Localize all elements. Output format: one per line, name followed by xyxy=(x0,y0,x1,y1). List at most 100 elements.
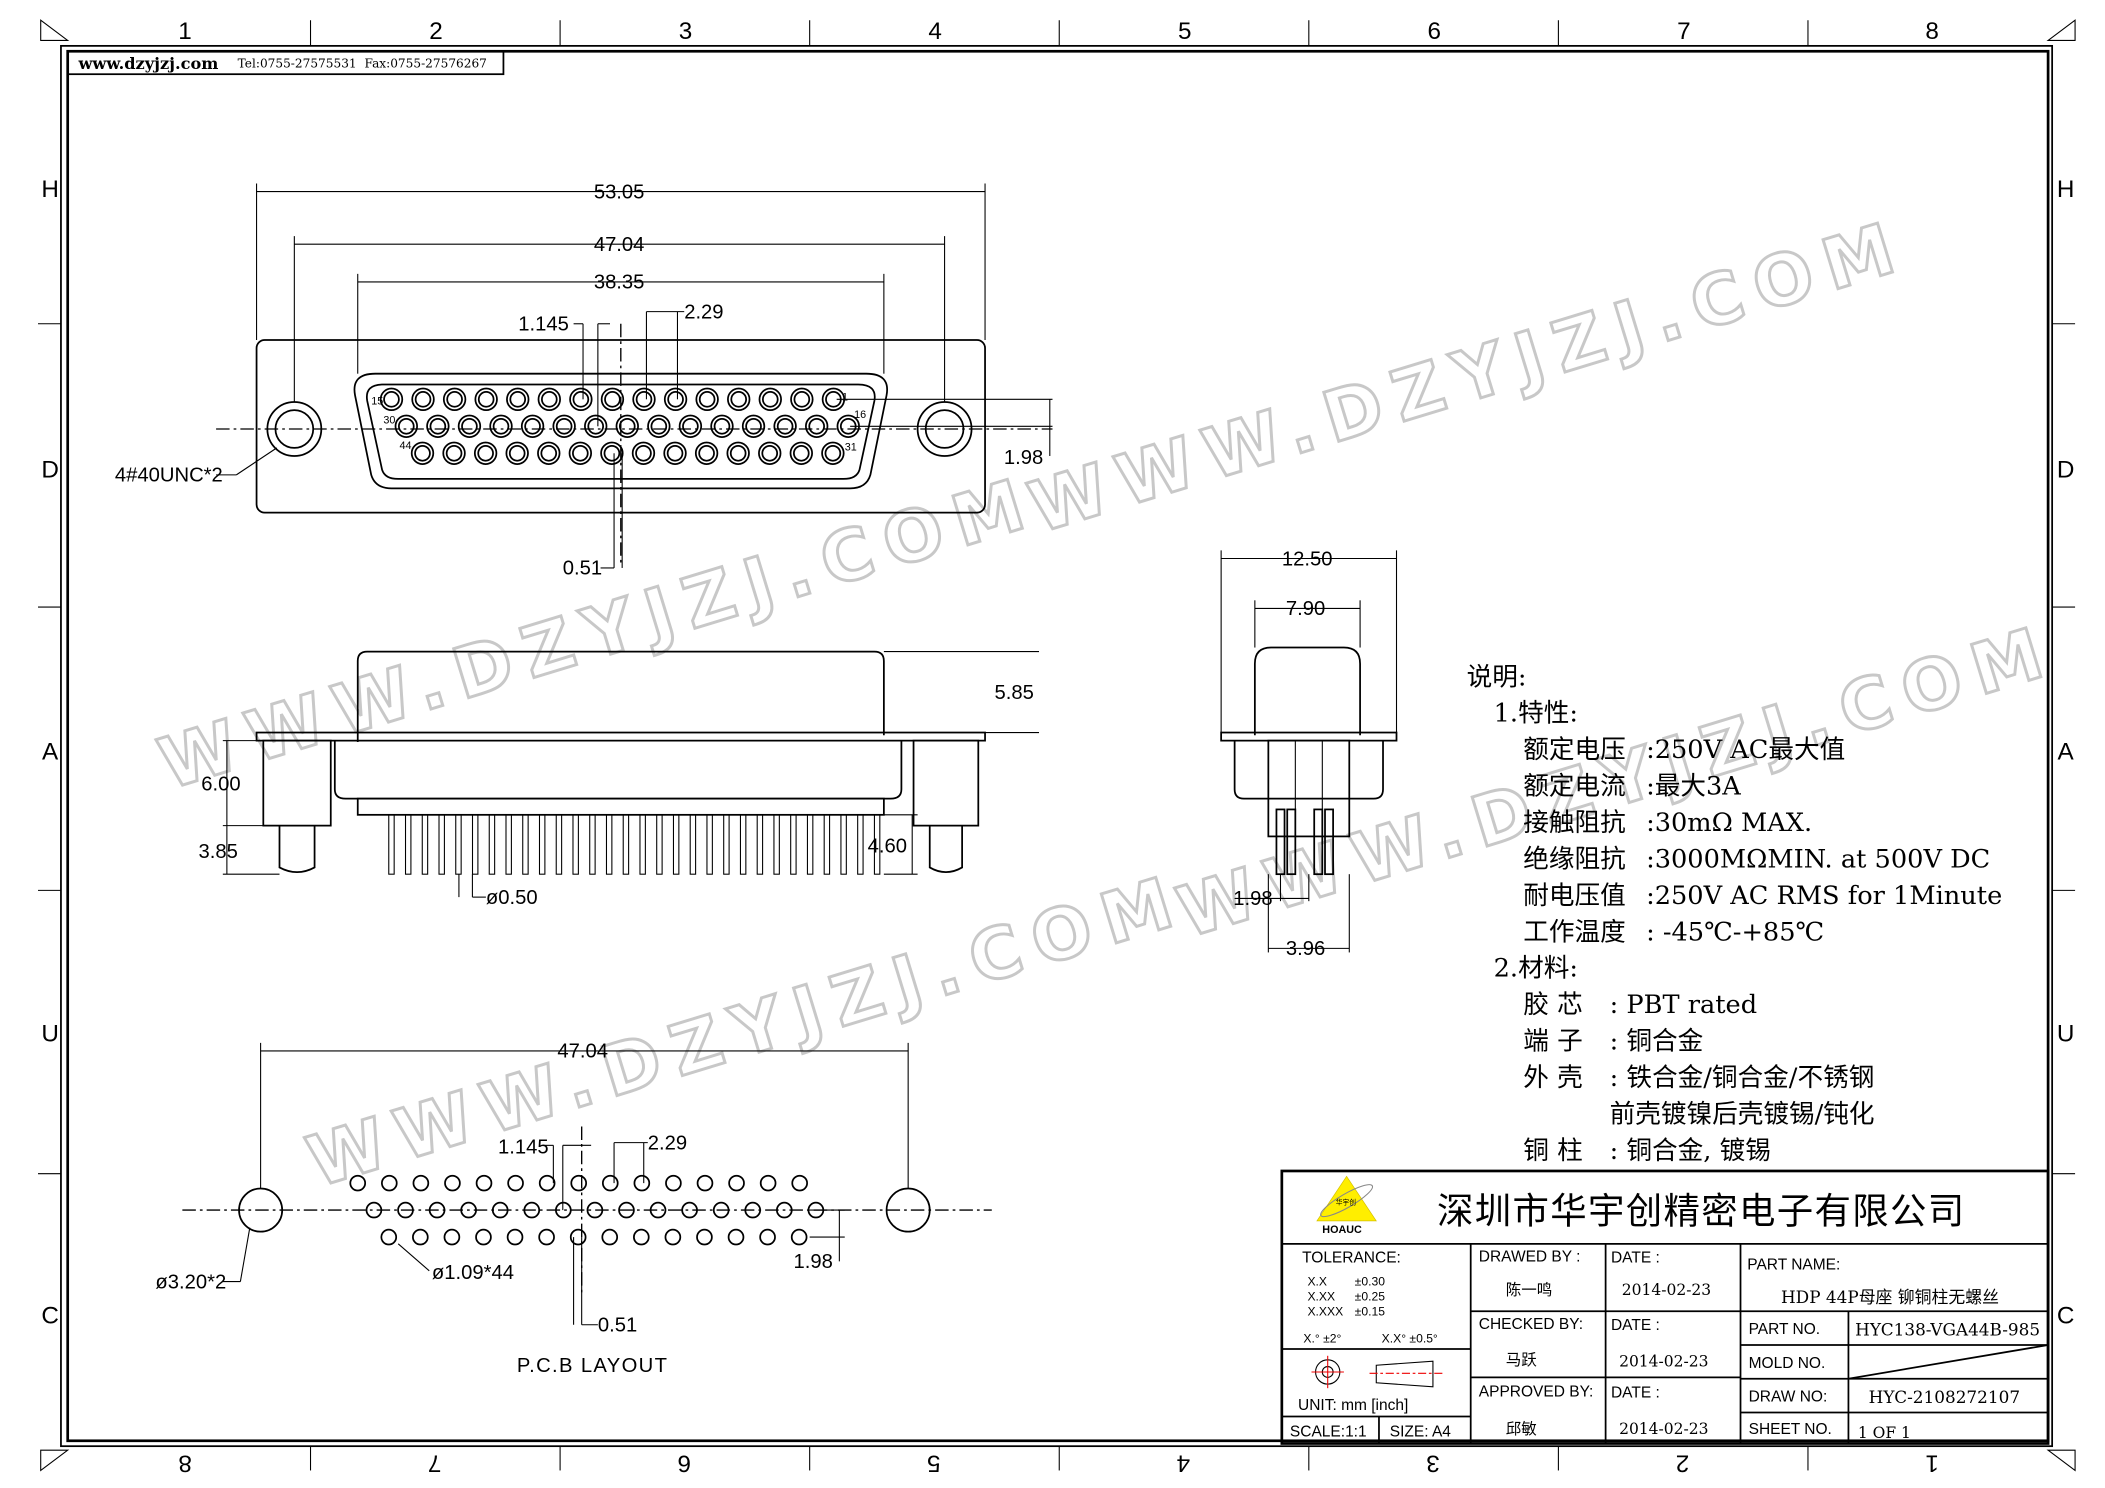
pcb-pin-hole xyxy=(506,1228,524,1246)
pin-socket xyxy=(410,441,435,465)
pcb-pin-hole xyxy=(776,1201,793,1219)
pin-socket xyxy=(789,441,813,465)
pin-socket xyxy=(411,387,435,411)
dim-3-96: 3.96 xyxy=(1286,938,1325,960)
pin-socket xyxy=(584,414,608,438)
pin-socket xyxy=(615,414,639,438)
pin-socket xyxy=(710,414,734,438)
note-value: :3000MΩMIN. at 500V DC xyxy=(1646,844,1990,874)
pin-socket xyxy=(505,441,529,465)
pin-socket xyxy=(663,387,688,411)
zone-left: D xyxy=(41,457,59,484)
pin-socket xyxy=(694,441,719,465)
note-value: : 铁合金/铜合金/不锈钢 xyxy=(1610,1063,1875,1093)
side-pin xyxy=(438,814,445,875)
side-pin xyxy=(672,814,680,875)
date-approved: 2014-02-23 xyxy=(1619,1420,1708,1438)
pcb-pin-hole xyxy=(523,1201,541,1219)
angle-tol: X.° ±2° xyxy=(1303,1331,1341,1345)
pcb-pin-hole xyxy=(443,1228,461,1246)
scale-text: SCALE:1:1 xyxy=(1290,1424,1367,1441)
watermarks: WWW.DZYJZJ.COM WWW.DZYJZJ.COM WWW.DZYJZJ… xyxy=(148,202,2066,1204)
pin-socket xyxy=(663,441,687,465)
zone-bottom: 2 xyxy=(1676,1450,1690,1477)
pcb-layout-view: 47.04 1.145 2.29 ø3.20*2 ø1.09*44 1.98 0… xyxy=(155,1041,992,1377)
side-pin xyxy=(471,814,479,875)
note-value: :最大3A xyxy=(1646,772,1741,802)
pcb-pin-hole xyxy=(397,1201,414,1219)
website-text: www.dzyjzj.com xyxy=(77,54,218,73)
pin-socket xyxy=(379,387,404,411)
draw-no-label: DRAW NO: xyxy=(1749,1389,1828,1406)
part-no-label: PART NO. xyxy=(1749,1321,1821,1338)
dim-47-04: 47.04 xyxy=(594,234,645,256)
logo-text: HOAUC xyxy=(1322,1224,1362,1236)
tel-text: Tel:0755-27575531 xyxy=(238,56,357,70)
approved-by-label: APPROVED BY: xyxy=(1479,1383,1594,1400)
tol-value: ±0.30 xyxy=(1355,1275,1386,1289)
draw-no: HYC-2108272107 xyxy=(1869,1387,2020,1407)
side-pin xyxy=(840,814,847,875)
dim-47-04: 47.04 xyxy=(557,1041,608,1063)
company-logo: 华宇创 HOAUC xyxy=(1316,1175,1377,1236)
note-label: 工作温度 xyxy=(1523,917,1626,947)
pcb-pin-hole xyxy=(601,1174,619,1192)
pcb-pin-hole xyxy=(380,1228,398,1246)
note-value: : PBT rated xyxy=(1610,990,1757,1020)
pcb-pin-hole xyxy=(507,1174,524,1192)
zone-bottom: 5 xyxy=(927,1450,941,1477)
side-pin xyxy=(689,814,697,875)
side-pin xyxy=(656,814,663,875)
company-name: 深圳市华宇创精密电子有限公司 xyxy=(1437,1191,1966,1232)
note-value: :30mΩ MAX. xyxy=(1646,808,1812,838)
pin-socket xyxy=(647,414,671,438)
pcb-pin-hole xyxy=(790,1228,808,1246)
checked-by: 马跃 xyxy=(1506,1351,1538,1369)
pcb-pin-hole xyxy=(759,1228,776,1246)
zone-left: U xyxy=(41,1020,59,1047)
pin-socket xyxy=(520,414,545,438)
pin-label: 30 xyxy=(383,415,395,427)
note-value: : -45℃-+85℃ xyxy=(1646,917,1824,947)
dim-12-50: 12.50 xyxy=(1282,548,1333,570)
note-label: 接触阻抗 xyxy=(1523,808,1626,838)
tol-value: ±0.15 xyxy=(1355,1304,1386,1318)
note-value: 前壳镀镍后壳镀锡/钝化 xyxy=(1610,1099,1875,1129)
dim-pin-hole: ø1.09*44 xyxy=(432,1262,514,1284)
side-pin xyxy=(488,814,496,875)
zone-top: 8 xyxy=(1925,18,1939,45)
part-no: HYC138-VGA44B-985 xyxy=(1855,1320,2040,1340)
pcb-pin-hole xyxy=(712,1201,730,1219)
pin-socket xyxy=(537,387,561,411)
side-view: 5.85 6.00 3.85 4.60 ø0.50 xyxy=(199,650,1040,909)
zone-left: C xyxy=(41,1302,59,1329)
zone-bottom: 6 xyxy=(677,1450,691,1477)
thread-callout: 4#40UNC*2 xyxy=(115,465,223,487)
notes-section-heading: 1.特性: xyxy=(1494,699,1578,729)
pcb-pin-hole xyxy=(475,1228,492,1246)
pin-socket xyxy=(489,414,513,438)
note-label: 胶 芯 xyxy=(1523,990,1582,1020)
zone-top: 7 xyxy=(1677,18,1691,45)
zone-top: 4 xyxy=(928,18,942,45)
drawed-by: 陈一鸣 xyxy=(1506,1281,1553,1299)
dim-1-98: 1.98 xyxy=(1233,888,1272,910)
zone-right: H xyxy=(2057,176,2075,203)
pin-socket xyxy=(426,414,450,438)
pcb-pin-hole xyxy=(791,1174,808,1192)
notes-title: 说明: xyxy=(1467,662,1527,692)
dim-1-98: 1.98 xyxy=(793,1251,832,1273)
watermark: WWW.DZYJZJ.COM xyxy=(1020,204,1916,549)
zone-top: 3 xyxy=(679,18,693,45)
dim-pin-dia: ø0.50 xyxy=(486,887,538,909)
side-pin xyxy=(538,814,546,875)
pcb-pin-hole xyxy=(744,1201,762,1219)
side-pin xyxy=(589,814,596,875)
pin-socket xyxy=(569,387,593,411)
pin-socket xyxy=(442,441,466,465)
side-pin xyxy=(622,814,630,875)
side-pin xyxy=(873,814,881,875)
zone-top: 1 xyxy=(178,18,192,45)
zone-right: D xyxy=(2057,457,2075,484)
